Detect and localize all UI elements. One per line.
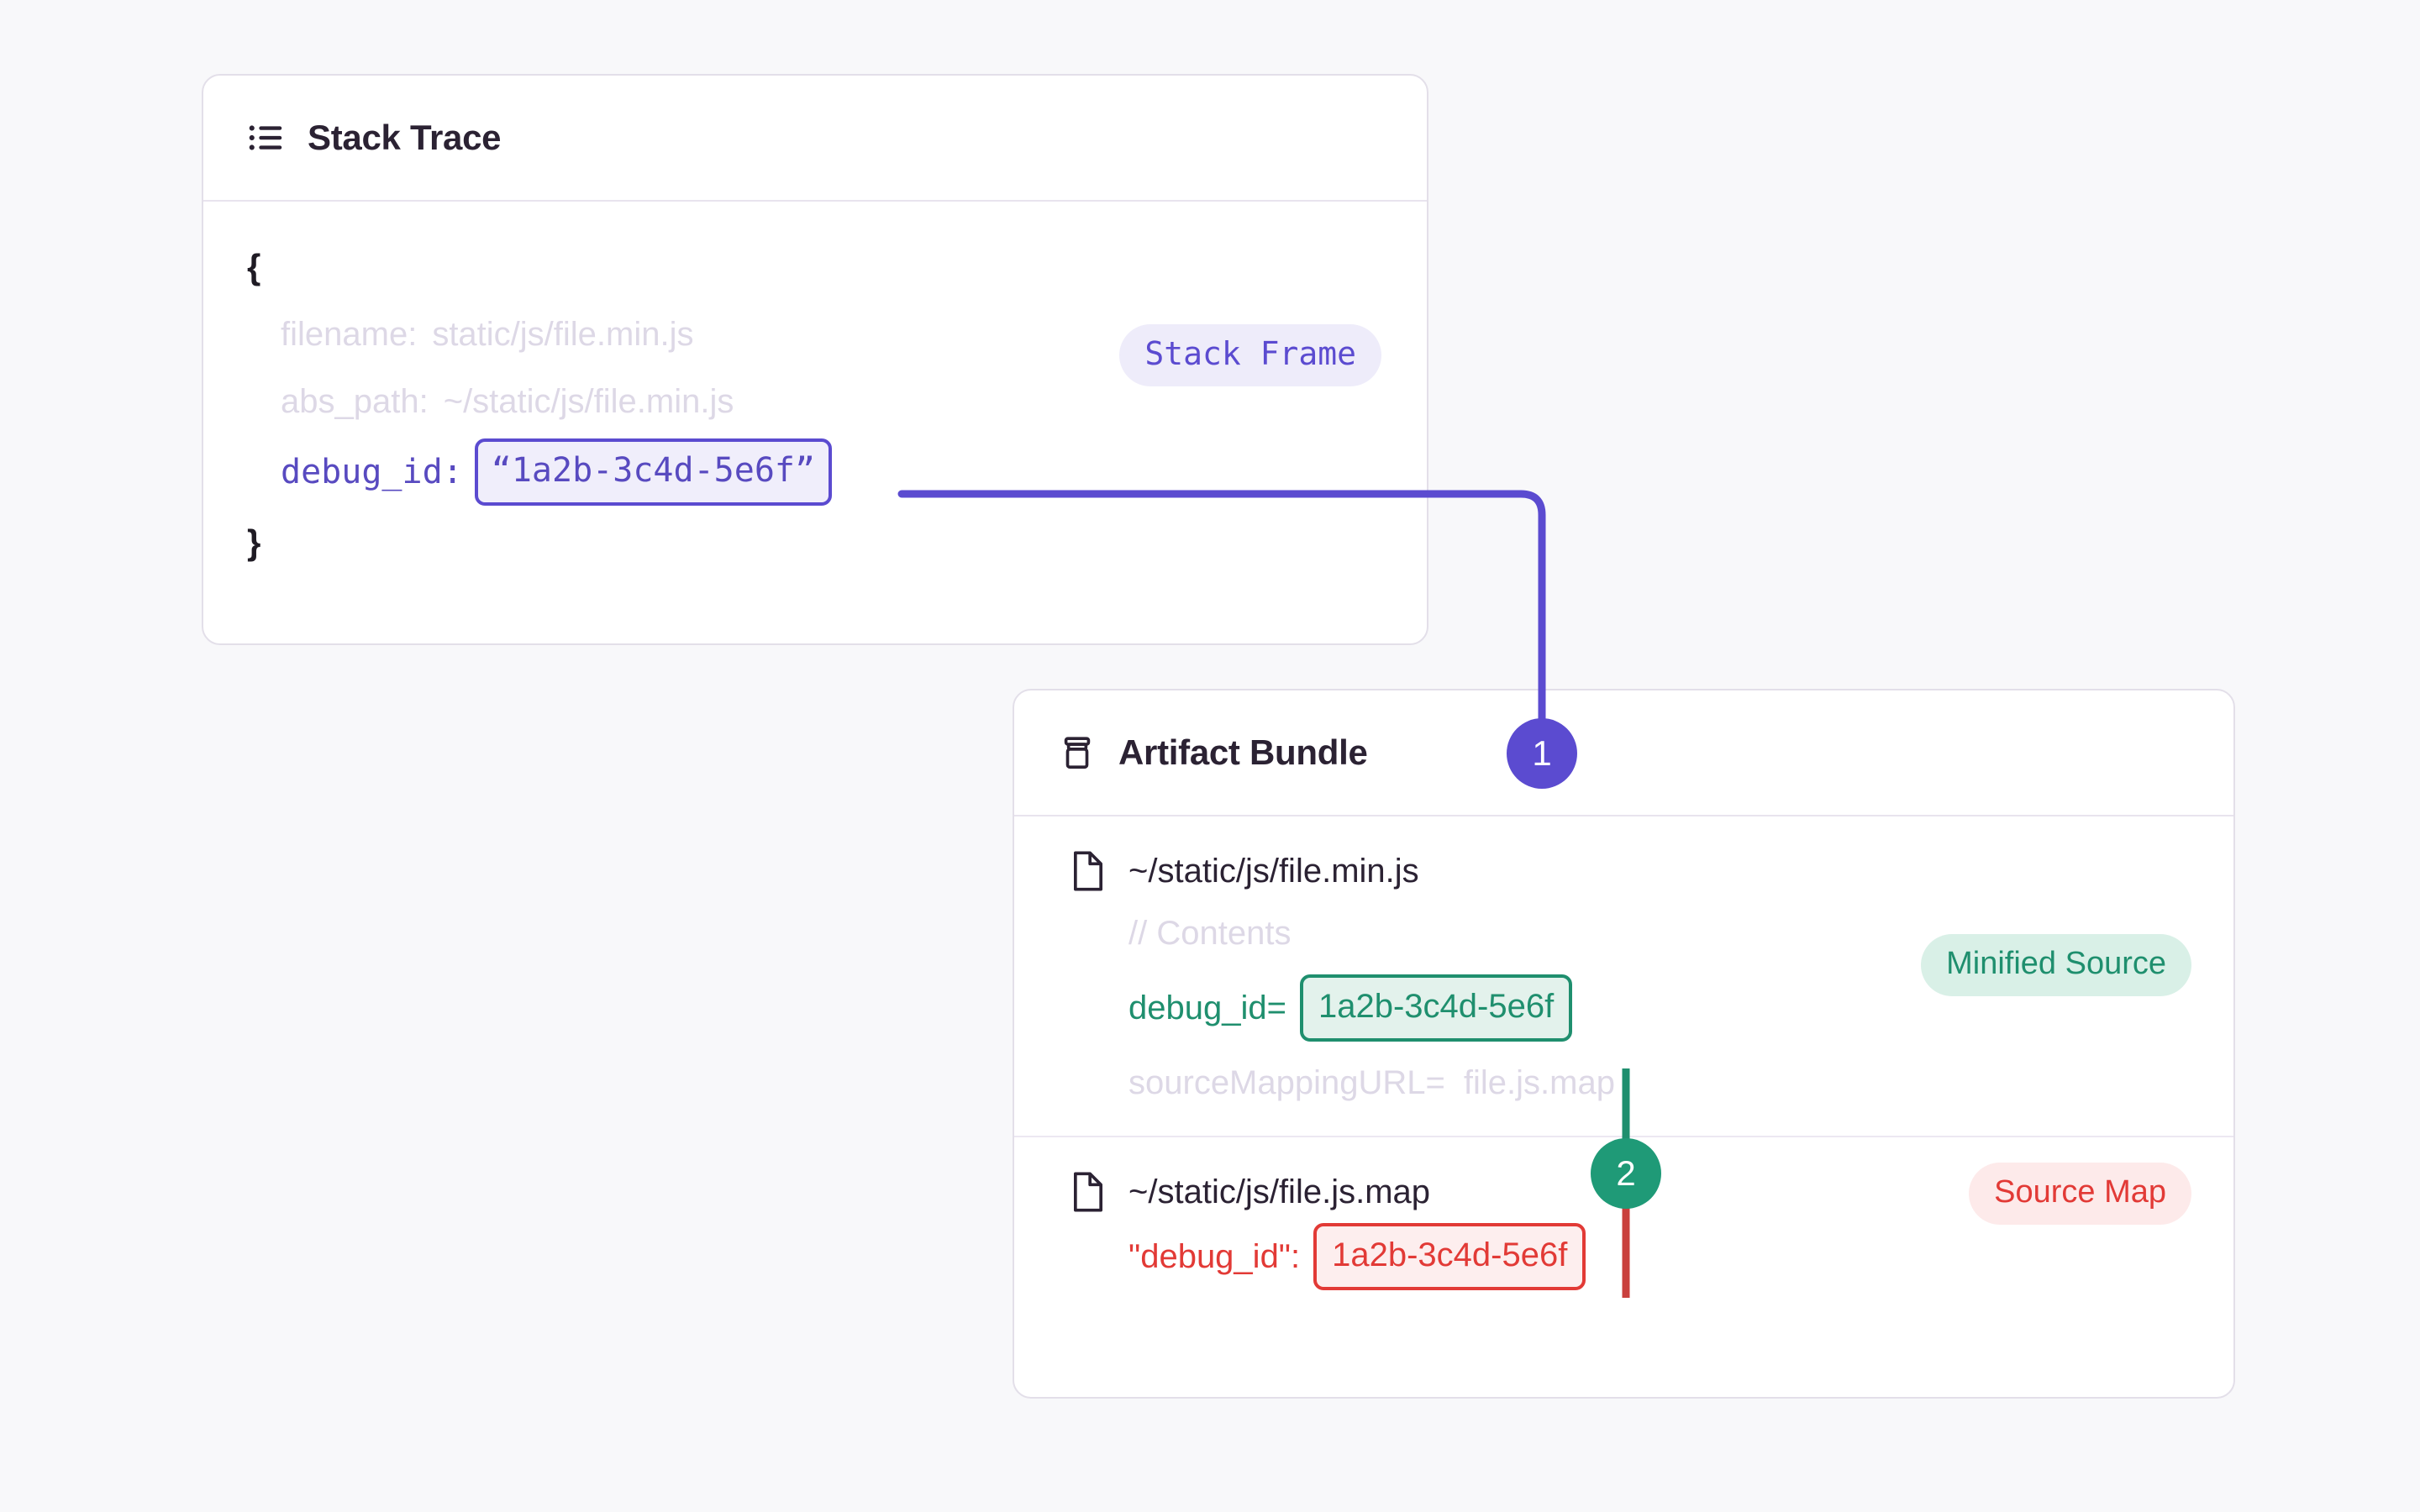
minified-debug-id-key: debug_id=: [1128, 989, 1286, 1026]
artifact-bundle-title: Artifact Bundle: [1118, 732, 1368, 772]
source-map-file-row[interactable]: ~/static/js/file.js.map: [1014, 1137, 2233, 1218]
minified-source-badge: Minified Source: [1921, 934, 2191, 996]
source-map-debugid-row: "debug_id": 1a2b-3c4d-5e6f: [1014, 1218, 2233, 1295]
stack-trace-body: Stack Frame { filename: static/js/file.mi…: [203, 202, 1427, 576]
minified-source-file-path: ~/static/js/file.min.js: [1128, 852, 1419, 890]
source-map-debug-id-value-highlight[interactable]: 1a2b-3c4d-5e6f: [1313, 1223, 1586, 1290]
source-map-debug-id-key: "debug_id":: [1128, 1237, 1301, 1275]
archive-icon: [1058, 733, 1097, 772]
list-icon: [247, 118, 286, 157]
file-icon: [1070, 1170, 1107, 1214]
artifact-file-source-map: Source Map ~/static/js/file.js.map "debu…: [1014, 1137, 2233, 1295]
filename-key: filename:: [281, 316, 418, 353]
json-open-brace: {: [247, 247, 261, 286]
abs-path-key: abs_path:: [281, 383, 429, 420]
source-map-badge: Source Map: [1969, 1163, 2191, 1225]
source-map-file-path: ~/static/js/file.js.map: [1128, 1173, 1431, 1210]
artifact-bundle-card: Artifact Bundle Minified Source ~/static…: [1013, 689, 2235, 1399]
connector-step-badge-1: 1: [1507, 718, 1577, 789]
stack-frame-badge: Stack Frame: [1119, 324, 1381, 386]
minified-debug-id-value-highlight[interactable]: 1a2b-3c4d-5e6f: [1299, 974, 1573, 1042]
stack-frame-abspath-row: abs_path: ~/static/js/file.min.js: [203, 368, 1427, 435]
stack-frame-debugid-row: debug_id: “1a2b-3c4d-5e6f”: [203, 435, 1427, 509]
stack-frame-filename-row: filename: static/js/file.min.js: [203, 301, 1427, 368]
artifact-file-minified-source: Minified Source ~/static/js/file.min.js …: [1014, 816, 2233, 1119]
sourcemappingurl-value: file.js.map: [1463, 1064, 1615, 1101]
debug-id-key: debug_id:: [281, 453, 463, 491]
stack-trace-title: Stack Trace: [308, 118, 502, 157]
sourcemappingurl-key: sourceMappingURL=: [1128, 1064, 1445, 1101]
debug-id-value-highlight[interactable]: “1a2b-3c4d-5e6f”: [474, 438, 833, 506]
minified-source-sourcemappingurl-row: sourceMappingURL= file.js.map: [1014, 1047, 2233, 1119]
abs-path-value: ~/static/js/file.min.js: [443, 383, 734, 420]
minified-source-debugid-row: debug_id= 1a2b-3c4d-5e6f: [1014, 969, 2233, 1047]
json-close-brace: }: [247, 522, 261, 562]
minified-source-file-row[interactable]: ~/static/js/file.min.js: [1014, 816, 2233, 897]
minified-source-contents-comment: // Contents: [1128, 915, 1292, 952]
filename-value: static/js/file.min.js: [432, 316, 694, 353]
stack-trace-header: Stack Trace: [203, 76, 1427, 202]
artifact-bundle-header: Artifact Bundle: [1014, 690, 2233, 816]
file-icon: [1070, 849, 1107, 893]
connector-step-badge-2: 2: [1591, 1138, 1661, 1209]
stack-trace-card: Stack Trace Stack Frame { filename: stati…: [202, 74, 1428, 645]
